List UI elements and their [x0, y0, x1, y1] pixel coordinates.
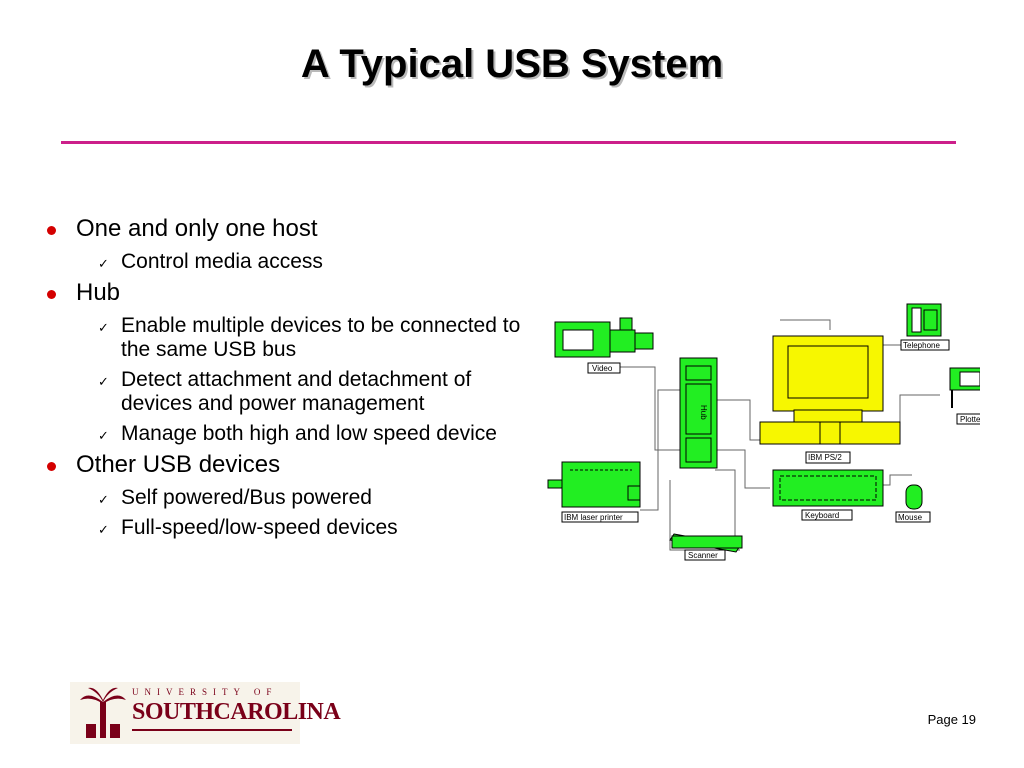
label-mouse: Mouse	[898, 513, 923, 522]
check-icon: ✓	[98, 320, 109, 335]
video-camera-icon: Video	[554, 317, 654, 374]
slide-title: A Typical USB System	[300, 42, 724, 86]
bullet-dot-icon	[47, 290, 56, 299]
sub-bullet-item: ✓Enable multiple devices to be connected…	[98, 314, 521, 361]
bullet-item: Hub	[44, 278, 534, 308]
label-keyboard: Keyboard	[805, 511, 839, 520]
laser-printer-icon: IBM laser printer	[547, 461, 641, 523]
palmetto-tree-icon	[80, 687, 126, 738]
usb-cables	[620, 319, 940, 551]
bullet-dot-icon	[47, 462, 56, 471]
host-computer-icon: IBM PS/2	[759, 335, 901, 464]
bullet-list: One and only one host ✓Control media acc…	[44, 210, 534, 540]
label-plotter: Plotter	[960, 415, 980, 424]
bullet-item: Other USB devices	[44, 450, 534, 480]
sub-bullet-item: ✓Self powered/Bus powered	[44, 486, 534, 510]
logo-underline	[132, 729, 292, 731]
sub-bullet-item: ✓Control media access	[44, 250, 534, 274]
logo-name-text: SOUTHCAROLINA	[132, 699, 341, 725]
title-divider	[61, 141, 956, 144]
label-video: Video	[592, 364, 613, 373]
bullet-dot-icon	[47, 226, 56, 235]
label-hub: Hub	[699, 405, 708, 420]
check-icon: ✓	[98, 522, 109, 537]
label-telephone: Telephone	[903, 341, 940, 350]
page-number: Page 19	[927, 712, 976, 727]
label-scanner: Scanner	[688, 551, 718, 560]
bullet-item: One and only one host	[44, 214, 534, 244]
check-icon: ✓	[98, 428, 109, 443]
university-logo: UNIVERSITY OF SOUTHCAROLINA	[70, 682, 341, 744]
mouse-icon: Mouse	[895, 484, 931, 523]
keyboard-icon: Keyboard	[772, 469, 884, 521]
hub-device-icon: Hub	[679, 357, 718, 469]
telephone-icon: Telephone	[900, 303, 950, 351]
usb-system-diagram: Video Hub IBM PS/2 Telephone Plotter	[547, 303, 980, 561]
check-icon: ✓	[98, 374, 109, 389]
logo-top-text: UNIVERSITY OF	[132, 687, 278, 697]
sub-bullet-item: ✓Full-speed/low-speed devices	[44, 516, 534, 540]
plotter-icon: Plotter	[949, 367, 980, 425]
sub-bullet-item: ✓Detect attachment and detachment of dev…	[98, 368, 472, 415]
label-printer: IBM laser printer	[564, 513, 623, 522]
label-host: IBM PS/2	[808, 453, 842, 462]
scanner-icon: Scanner	[669, 533, 743, 561]
check-icon: ✓	[98, 492, 109, 507]
check-icon: ✓	[98, 256, 109, 271]
sub-bullet-item: ✓Manage both high and low speed device	[44, 422, 534, 446]
